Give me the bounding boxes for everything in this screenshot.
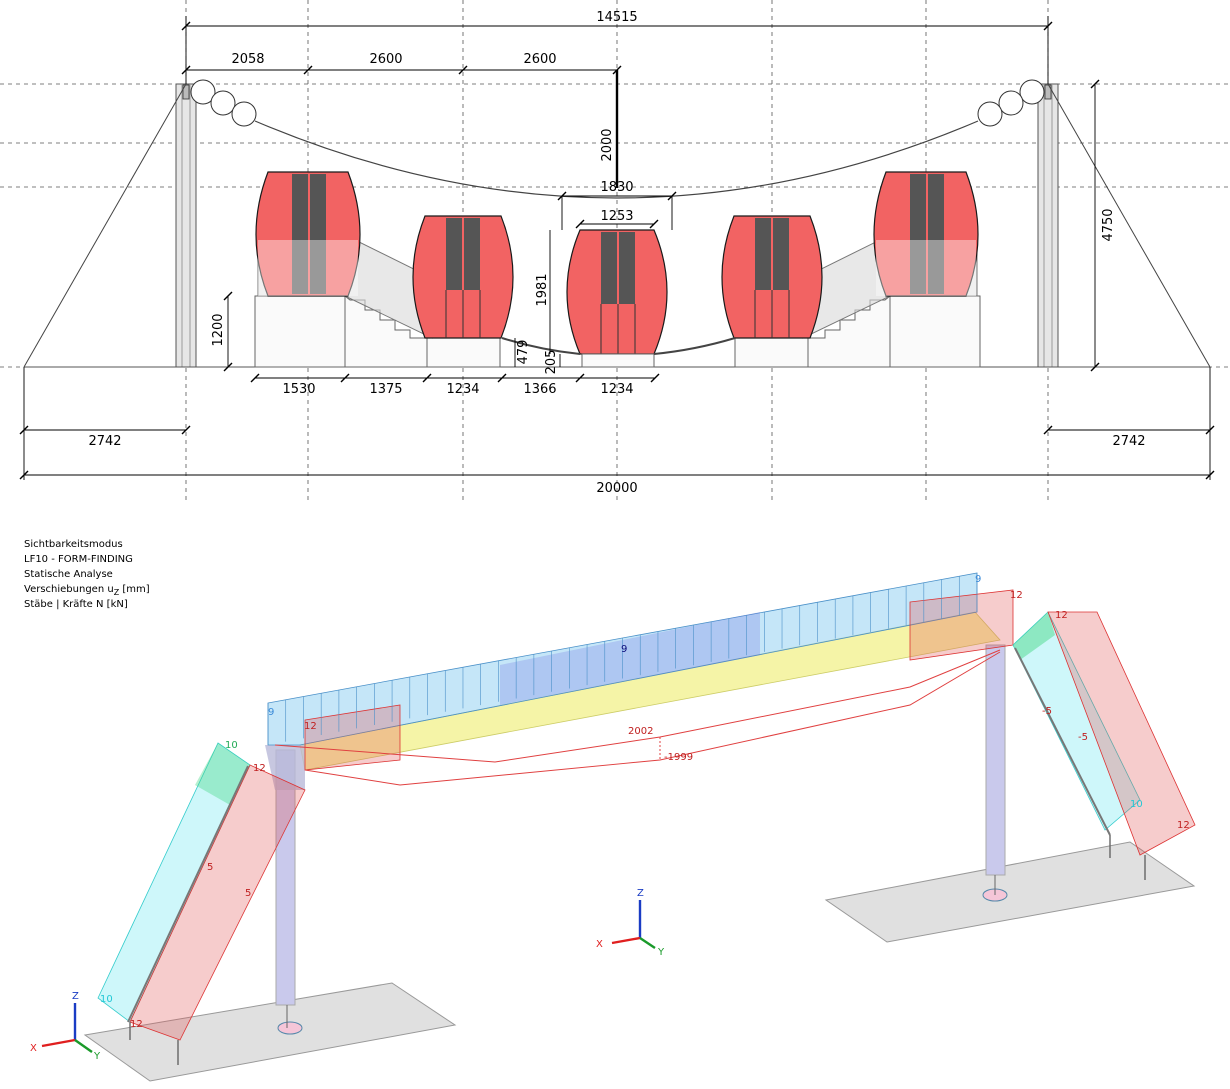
dim-cabin-height: 1981 [535, 273, 550, 306]
label-red-right: 12 [1010, 590, 1023, 601]
stair-supports [129, 835, 1146, 1065]
stay-cables [23, 83, 1211, 368]
dim-overall: 14515 [596, 10, 637, 25]
axis-corner-z-label: Z [72, 991, 79, 1002]
stair-right-stringer [1014, 647, 1111, 836]
dim-step: 205 [544, 350, 559, 375]
stair-left-stringer [127, 765, 249, 1023]
dim-side-right: 2742 [1112, 434, 1145, 449]
label-cable-lower: -1999 [664, 752, 693, 763]
dim-seg1: 2058 [231, 52, 264, 67]
axis-y-label: Y [657, 947, 665, 958]
stair-right-green [1013, 612, 1055, 660]
axis-triad-corner: Z X Y [30, 991, 101, 1062]
info-displacement-b: [mm] [119, 584, 150, 595]
info-displacement-sub: Z [113, 588, 120, 597]
dim-bottom-1: 1530 [282, 382, 315, 397]
force-diagram-red [304, 704, 401, 771]
axis-corner-x-label: X [30, 1043, 37, 1054]
label-stair-left-mid2: 5 [245, 888, 251, 899]
axis-triad-center: Z X Y [596, 888, 665, 958]
label-stair-right-mid2: -5 [1078, 732, 1088, 743]
label-stair-right-bot-red: 12 [1177, 820, 1190, 831]
info-visibility-mode: Sichtbarkeitsmodus [24, 539, 123, 550]
dim-bottom-2: 1375 [369, 382, 402, 397]
label-stair-left-mid1: 5 [207, 862, 213, 873]
sheave-wheels [190, 79, 1045, 127]
info-displacement: Verschiebungen uZ [mm] [24, 582, 150, 600]
label-stair-right-top-red: 12 [1055, 610, 1068, 621]
info-load-case: LF10 - FORM-FINDING [24, 554, 133, 565]
cable-lines [274, 649, 1001, 786]
dim-seg3: 2600 [523, 52, 556, 67]
column-right [982, 644, 1008, 902]
stair-right-red [1047, 611, 1196, 856]
dim-height: 4750 [1101, 208, 1116, 241]
label-stair-left-top-red: 12 [253, 763, 266, 774]
dim-cabin-inner: 1253 [600, 209, 633, 224]
cabin-3 [566, 229, 668, 368]
structural-model-view: 9 9 9 12 12 10 12 5 5 10 12 12 -5 -5 10 … [30, 572, 1196, 1082]
dimension-ticks [19, 21, 1215, 480]
dim-bottom-5: 1234 [600, 382, 633, 397]
deck-grey [265, 745, 305, 790]
cabin-walkways [501, 337, 736, 355]
pillar-left [175, 83, 197, 368]
force-diagram-blue-mid [500, 612, 760, 705]
label-stair-left-top-green: 10 [225, 740, 238, 751]
label-red-left: 12 [304, 721, 317, 732]
column-left [275, 749, 303, 1035]
info-analysis-type: Statische Analyse [24, 569, 113, 580]
stair-left-red [129, 764, 306, 1041]
dim-cabin-outer: 1830 [600, 180, 633, 195]
main-rope [254, 120, 979, 199]
dim-bottom-3: 1234 [446, 382, 479, 397]
dim-side-left: 2742 [88, 434, 121, 449]
cabin-4 [721, 215, 823, 339]
dim-gap: 479 [516, 340, 531, 365]
pillar-right [1037, 83, 1059, 368]
cabin-5 [873, 171, 979, 297]
label-bridge-right: 9 [975, 574, 981, 585]
axis-z-label: Z [637, 888, 644, 899]
label-bridge-mid: 9 [621, 644, 627, 655]
platform-right [734, 294, 981, 368]
cabin-1 [255, 171, 361, 297]
axis-x-label: X [596, 939, 603, 950]
label-bridge-left: 9 [268, 707, 274, 718]
elevation-drawing: 14515 2058 2600 2600 2000 4750 1200 1981… [0, 0, 1230, 500]
platform-left [254, 294, 501, 368]
dim-rise: 2000 [600, 128, 615, 161]
dim-platform: 1200 [211, 313, 226, 346]
label-stair-left-bot-red: 12 [130, 1019, 143, 1030]
dim-total: 20000 [596, 481, 637, 496]
label-stair-left-bot-cyan: 10 [100, 994, 113, 1005]
force-hatch [267, 573, 978, 745]
info-displacement-a: Verschiebungen u [24, 584, 114, 595]
cabin-2 [412, 215, 514, 339]
dim-bottom-4: 1366 [523, 382, 556, 397]
label-cable-upper: 2002 [628, 726, 653, 737]
label-stair-right-cyan: 10 [1130, 799, 1143, 810]
info-member-forces: Stäbe | Kräfte N [kN] [24, 599, 128, 610]
dim-seg2: 2600 [369, 52, 402, 67]
label-stair-right-mid1: -5 [1042, 706, 1052, 717]
base-slab-right [824, 841, 1196, 943]
axis-corner-y-label: Y [93, 1051, 101, 1062]
